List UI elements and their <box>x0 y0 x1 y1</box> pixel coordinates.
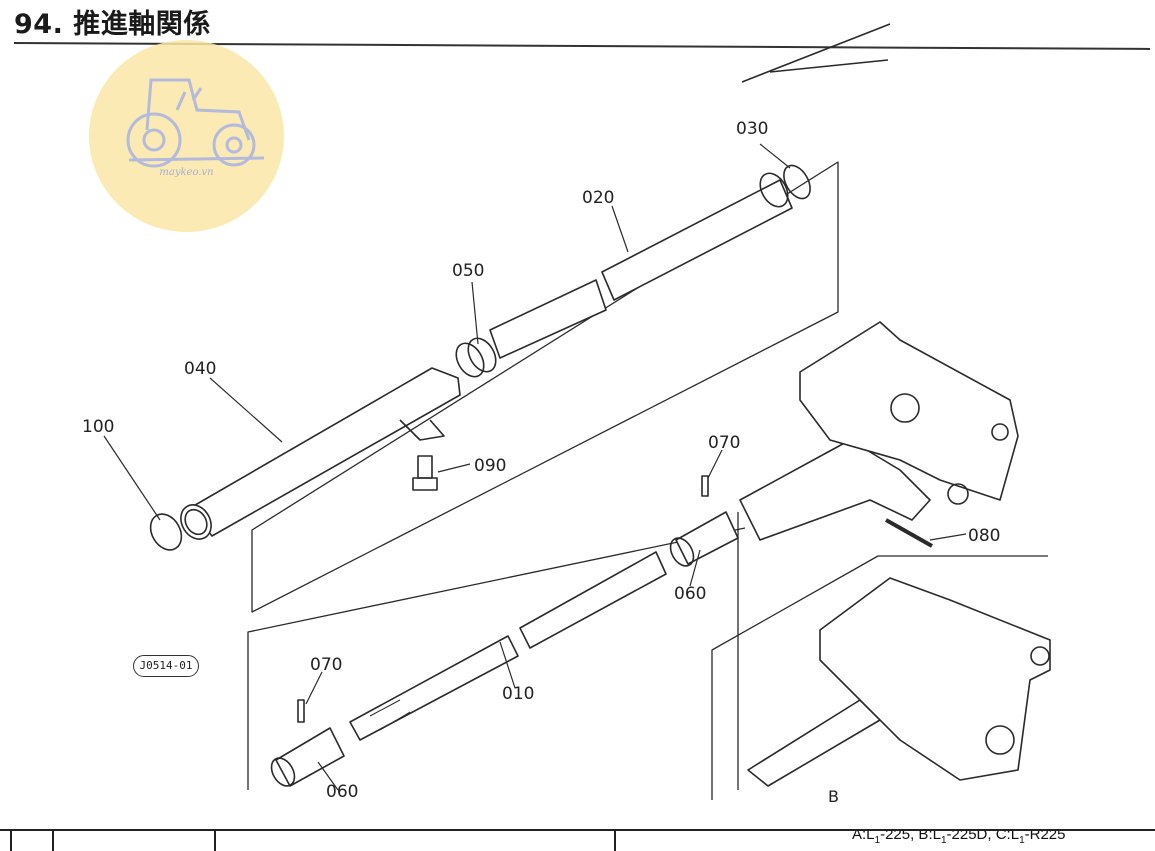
part-labels: 030 020 050 040 100 090 070 080 060 070 … <box>82 119 1000 802</box>
section-label: B <box>828 787 839 806</box>
coupler-060-lower <box>270 727 345 787</box>
label-040: 040 <box>184 359 216 379</box>
watermark-logo: maykeo.vn <box>89 40 284 232</box>
parts-table-header <box>0 829 1155 851</box>
gearbox-housing-lower <box>747 577 1051 787</box>
label-080: 080 <box>968 526 1000 546</box>
pin-080 <box>885 518 933 548</box>
pin-070-upper <box>701 475 709 497</box>
lower-group-frame <box>247 527 746 790</box>
label-020: 020 <box>582 188 614 208</box>
guide-line <box>769 59 889 73</box>
pin-070-lower <box>297 699 305 723</box>
label-010: 010 <box>502 684 534 704</box>
label-070-lower: 070 <box>310 655 342 675</box>
label-050: 050 <box>452 261 484 281</box>
section-b-frame <box>711 555 1048 800</box>
label-060-lower: 060 <box>326 782 358 802</box>
label-060-upper: 060 <box>674 584 706 604</box>
label-030: 030 <box>736 119 768 139</box>
tractor-icon <box>126 78 265 168</box>
shaft-010 <box>349 551 667 741</box>
table-divider <box>10 831 12 851</box>
tube-040 <box>180 367 461 540</box>
watermark-text: maykeo.vn <box>159 167 214 178</box>
tube-020 <box>489 172 793 359</box>
seal-050 <box>455 337 497 378</box>
coupler-060-upper <box>669 511 739 567</box>
reference-tag: J0514-01 <box>133 655 199 677</box>
label-100: 100 <box>82 417 114 437</box>
upper-group-frame <box>251 161 839 613</box>
label-090: 090 <box>474 456 506 476</box>
bolt-090 <box>412 455 438 491</box>
table-divider <box>214 831 216 851</box>
table-divider <box>52 831 54 851</box>
guide-line <box>741 23 891 83</box>
table-divider <box>614 831 616 851</box>
page-title: 94. 推進軸関係 <box>14 9 211 40</box>
label-070-upper: 070 <box>708 433 740 453</box>
gearbox-housing-upper <box>739 321 1019 541</box>
